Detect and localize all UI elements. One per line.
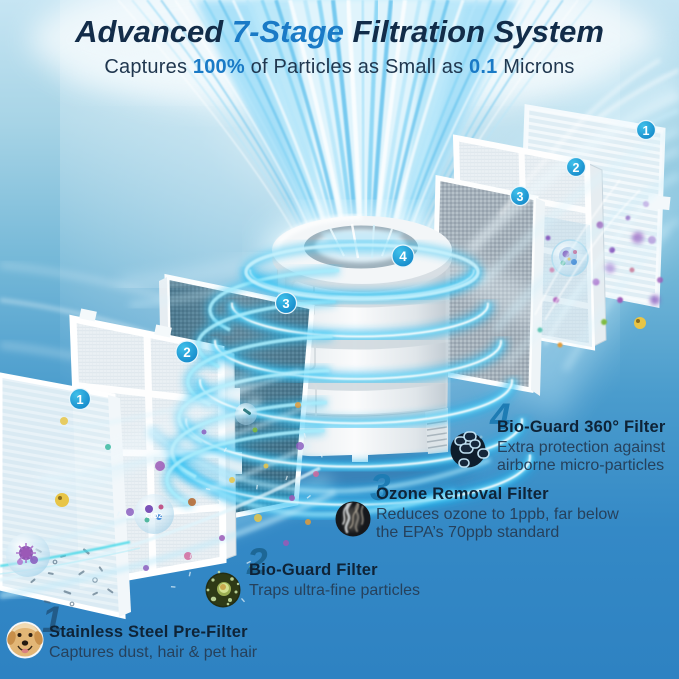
svg-text:4: 4 — [399, 249, 407, 264]
svg-text:2: 2 — [573, 161, 580, 175]
svg-text:1: 1 — [643, 124, 650, 138]
svg-text:3: 3 — [282, 296, 289, 311]
svg-text:2: 2 — [183, 345, 191, 360]
svg-text:ClO2: ClO2 — [146, 513, 162, 520]
svg-text:3: 3 — [517, 190, 524, 204]
svg-text:1: 1 — [76, 392, 83, 407]
